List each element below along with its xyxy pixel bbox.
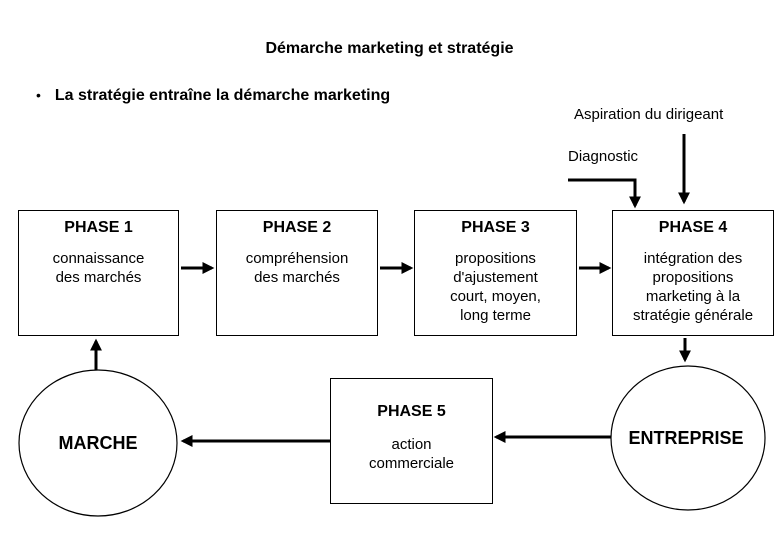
- phase-1-box: PHASE 1 connaissance des marchés: [18, 210, 179, 336]
- entreprise-label: ENTREPRISE: [628, 428, 744, 448]
- phase-3-line: d'ajustement: [453, 269, 538, 286]
- diagnostic-label: Diagnostic: [568, 148, 639, 165]
- bullet-point: • La stratégie entraîne la démarche marke…: [36, 87, 390, 105]
- phase-4-line: propositions: [652, 269, 734, 286]
- aspiration-label: Aspiration du dirigeant: [574, 106, 724, 123]
- phase-4-line: marketing à la: [645, 288, 741, 305]
- arrow-diagnostic-to-phase4: [568, 178, 641, 209]
- entreprise-circle: [610, 365, 766, 511]
- bullet-marker: •: [36, 87, 41, 103]
- phase-3-line: long terme: [460, 307, 531, 324]
- phase-2-title: PHASE 2: [262, 219, 332, 236]
- phase-1-title: PHASE 1: [64, 219, 133, 236]
- phase-5-box: PHASE 5 action commerciale: [330, 378, 493, 504]
- phase-5-title: PHASE 5: [377, 403, 446, 420]
- phase-4-line: intégration des: [643, 250, 743, 267]
- phase-5-line: commerciale: [368, 455, 455, 472]
- phase-4-line: stratégie générale: [632, 307, 754, 324]
- phase-1-line: des marchés: [55, 269, 142, 286]
- phase-2-line: compréhension: [245, 250, 349, 267]
- phase-2-box: PHASE 2 compréhension des marchés: [216, 210, 378, 336]
- phase-3-title: PHASE 3: [461, 219, 530, 236]
- marche-label: MARCHE: [58, 433, 138, 453]
- phase-4-title: PHASE 4: [658, 219, 728, 236]
- phase-3-line: court, moyen,: [450, 288, 541, 305]
- phase-5-line: action: [391, 436, 432, 453]
- page-title: Démarche marketing et stratégie: [265, 40, 514, 57]
- phase-3-line: propositions: [455, 250, 536, 267]
- phase-2-line: des marchés: [254, 269, 340, 286]
- phase-3-box: PHASE 3 propositions d'ajustement court,…: [414, 210, 577, 336]
- marche-circle: [18, 369, 178, 517]
- bullet-text: La stratégie entraîne la démarche market…: [54, 87, 391, 104]
- phase-1-line: connaissance: [52, 250, 145, 267]
- phase-4-box: PHASE 4 intégration des propositions mar…: [612, 210, 774, 336]
